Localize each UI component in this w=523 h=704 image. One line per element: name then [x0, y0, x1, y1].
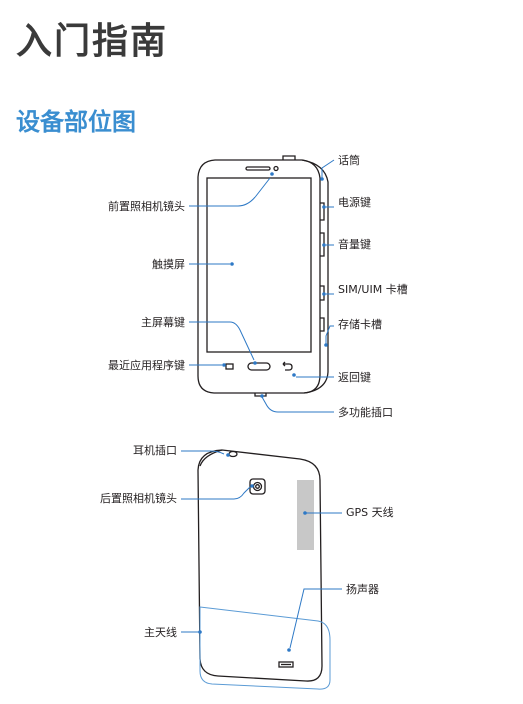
callout-headset-jack [181, 450, 225, 455]
back-icon [282, 361, 293, 371]
home-key-outline [247, 362, 271, 371]
front-camera-lens [273, 165, 279, 172]
callout-multipurpose-jack [261, 396, 334, 413]
recent-apps-icon [225, 363, 234, 370]
section-title: 设备部位图 [16, 108, 136, 136]
back-top-edge [199, 449, 223, 467]
label-touch-screen: 触摸屏 [152, 258, 185, 271]
back-callouts [181, 450, 342, 652]
front-side-edge [301, 159, 329, 394]
gps-antenna-area [297, 480, 314, 550]
label-volume-key: 音量键 [338, 238, 371, 251]
callout-speaker [289, 588, 342, 649]
main-antenna-region [199, 606, 331, 690]
callout-rear-camera [181, 486, 251, 500]
label-back-key: 返回键 [338, 371, 371, 384]
label-home-key: 主屏幕键 [141, 316, 185, 329]
label-gps-antenna: GPS 天线 [346, 506, 394, 519]
label-sim-slot: SIM/UIM 卡槽 [338, 283, 408, 296]
front-callouts [189, 159, 335, 413]
memory-slot-shape [320, 317, 325, 332]
headset-jack-shape [228, 450, 238, 458]
label-power-key: 电源键 [338, 196, 371, 209]
rear-camera-lens [252, 481, 263, 492]
top-mic-bump [282, 155, 296, 160]
label-main-antenna: 主天线 [144, 626, 177, 639]
label-rear-camera: 后置照相机镜头 [100, 492, 177, 505]
callout-front-camera [189, 177, 271, 207]
front-device [197, 155, 329, 397]
label-multipurpose-jack: 多功能插口 [338, 406, 393, 419]
label-memory-card-slot: 存储卡槽 [338, 318, 382, 331]
back-body-outline [197, 449, 323, 682]
callout-memory [325, 325, 334, 344]
label-speaker: 扬声器 [346, 583, 379, 596]
label-headset-jack: 耳机插口 [133, 444, 177, 457]
front-body-outline [197, 159, 321, 394]
speaker-grille [278, 661, 294, 668]
rear-camera-housing [249, 478, 266, 495]
callout-earpiece [321, 159, 335, 178]
callout-home-key [189, 321, 255, 361]
power-key-shape [320, 202, 325, 221]
earpiece-slot [245, 166, 271, 171]
label-earpiece: 话筒 [338, 154, 360, 167]
label-recent-apps-key: 最近应用程序键 [108, 359, 185, 372]
label-front-camera: 前置照相机镜头 [108, 200, 185, 213]
front-screen-outline [206, 177, 312, 353]
page-title: 入门指南 [16, 21, 169, 62]
